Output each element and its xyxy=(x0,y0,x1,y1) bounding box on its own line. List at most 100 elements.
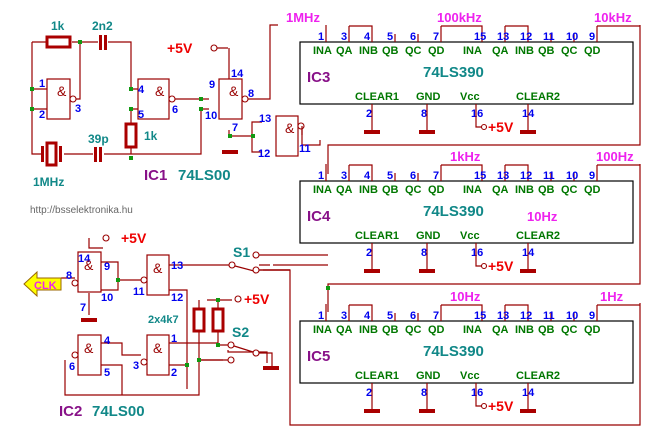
pin-number: 2 xyxy=(366,108,372,120)
website-url: http://bsselektronika.hu xyxy=(30,205,133,216)
pin-number: 3 xyxy=(341,310,347,322)
inverter-bubble xyxy=(168,95,176,103)
inverter-bubble xyxy=(140,358,148,366)
pin-number: 6 xyxy=(410,310,416,322)
c1-value: 2n2 xyxy=(92,19,113,33)
pin-label: CLEAR2 xyxy=(516,230,560,242)
pin-label: INB xyxy=(515,324,534,336)
svg-text:12: 12 xyxy=(258,148,270,160)
svg-text:13: 13 xyxy=(171,260,183,272)
pin-number: 3 xyxy=(341,170,347,182)
pin-number: 9 xyxy=(589,170,595,182)
ground-symbol xyxy=(263,366,279,370)
crystal-plate xyxy=(41,146,44,162)
pin-label: GND xyxy=(416,230,441,242)
svg-text:1: 1 xyxy=(39,78,45,90)
ic-body xyxy=(299,41,634,105)
pullup-resistor-2 xyxy=(211,307,225,333)
svg-text:&: & xyxy=(155,83,165,99)
counter-ic5: 1INA3QA4INB5QB6QC7QD15INA13QA12INB11QB10… xyxy=(299,289,640,414)
capacitor-c2-plate xyxy=(99,147,102,162)
pin-label: Vcc xyxy=(460,230,480,242)
pin-number: 5 xyxy=(387,170,393,182)
ic-body xyxy=(299,180,634,244)
ic-type: 74LS390 xyxy=(423,203,484,220)
clk-output-arrow xyxy=(23,270,62,298)
pin-label: QB xyxy=(382,324,399,336)
pin-number: 7 xyxy=(433,170,439,182)
pin-label: Vcc xyxy=(460,370,480,382)
svg-text:3: 3 xyxy=(133,360,139,372)
crystal xyxy=(45,141,58,167)
ground-symbol xyxy=(222,150,238,154)
frequency-label: 1Hz xyxy=(600,289,624,304)
frequency-label: 1kHz xyxy=(450,149,481,164)
switch-s1-common[interactable] xyxy=(228,261,236,269)
pin-number: 1 xyxy=(318,310,324,322)
switch-s1-contact[interactable] xyxy=(252,251,260,259)
capacitor-c1-plate xyxy=(104,35,107,50)
svg-text:1: 1 xyxy=(171,333,177,345)
counter-section: 1INA3QA4INB5QB6QC7QD15INA13QA12INB11QB10… xyxy=(286,10,640,414)
ic2-name: IC2 xyxy=(59,403,82,420)
frequency-label: 100Hz xyxy=(596,149,634,164)
inverter-bubble xyxy=(297,122,305,130)
svg-text:11: 11 xyxy=(299,143,311,155)
switch-s2-contact[interactable] xyxy=(227,356,235,364)
pin-number: 8 xyxy=(421,247,427,259)
pin-number: 9 xyxy=(589,310,595,322)
pin-label: QA xyxy=(492,45,509,57)
svg-text:6: 6 xyxy=(69,361,75,373)
pin-number: 10 xyxy=(566,310,578,322)
svg-text:&: & xyxy=(84,257,94,273)
pin-number: 15 xyxy=(474,170,486,182)
svg-text:2: 2 xyxy=(39,109,45,121)
supply-terminal xyxy=(480,402,488,410)
inverter-bubble xyxy=(71,279,79,287)
crystal-value: 1MHz xyxy=(33,175,64,189)
supply-label: +5V xyxy=(121,230,147,246)
svg-text:5: 5 xyxy=(104,367,110,379)
pin-number: 6 xyxy=(410,31,416,43)
pin-number: 4 xyxy=(364,310,371,322)
switch-s1-label: S1 xyxy=(233,244,250,260)
pin-label: QB xyxy=(382,184,399,196)
svg-text:8: 8 xyxy=(66,270,72,282)
pin-label: CLEAR2 xyxy=(516,370,560,382)
frequency-label: 10kHz xyxy=(594,10,632,25)
pin-label: QA xyxy=(492,184,509,196)
supply-terminal xyxy=(480,262,488,270)
pin-label: QD xyxy=(428,184,445,196)
pin-label: INB xyxy=(359,324,378,336)
ic-body xyxy=(299,320,634,384)
svg-text:8: 8 xyxy=(248,88,254,100)
svg-text:12: 12 xyxy=(171,292,183,304)
pin-label: QA xyxy=(336,324,353,336)
switch-s2-common[interactable] xyxy=(227,341,235,349)
svg-text:7: 7 xyxy=(232,122,238,134)
gate-symbols: && && xyxy=(57,83,295,136)
supply-label: +5V xyxy=(244,291,270,307)
pin-number: 8 xyxy=(421,108,427,120)
pin-label: INB xyxy=(515,45,534,57)
inverter-bubble xyxy=(140,276,148,284)
c2-value: 39p xyxy=(88,132,109,146)
switch-s1-contact[interactable] xyxy=(252,266,260,274)
ground-symbol xyxy=(364,130,380,134)
supply-terminal xyxy=(480,123,488,131)
r1-value: 1k xyxy=(51,19,65,33)
switch-s2-contact[interactable] xyxy=(252,349,260,357)
svg-text:7: 7 xyxy=(80,302,86,314)
ic1-type: 74LS00 xyxy=(178,167,231,184)
pin-number: 6 xyxy=(410,170,416,182)
svg-text:2: 2 xyxy=(171,367,177,379)
supply-terminal xyxy=(210,44,218,52)
svg-text:&: & xyxy=(285,120,295,136)
inverter-bubble xyxy=(71,351,79,359)
supply-label: +5V xyxy=(488,258,514,274)
svg-text:13: 13 xyxy=(259,113,271,125)
pin-label: INA xyxy=(463,184,482,196)
